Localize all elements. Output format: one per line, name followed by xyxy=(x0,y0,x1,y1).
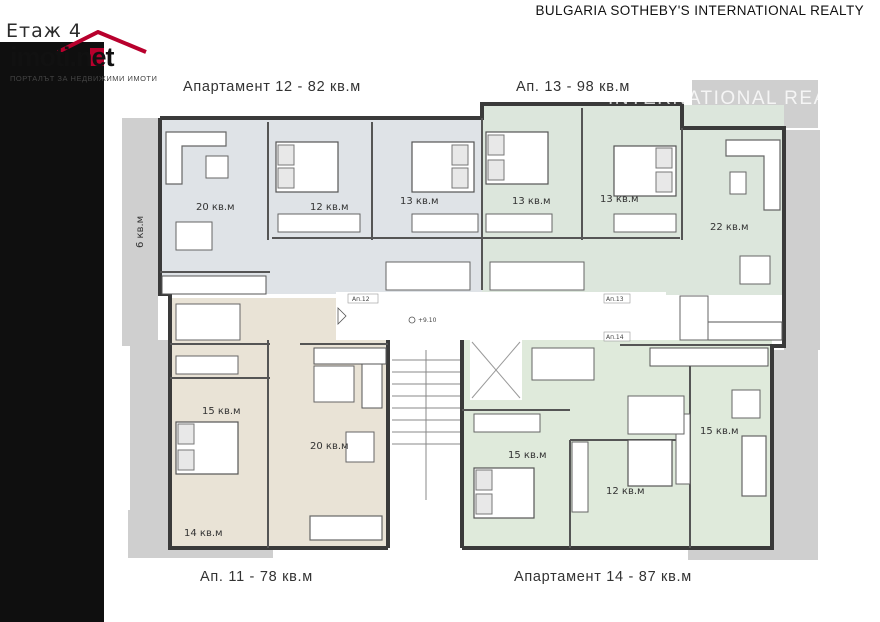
apartment-12-label: Апартамент 12 - 82 кв.м xyxy=(183,79,361,95)
terrace-right xyxy=(784,130,820,350)
terrace-left-lower xyxy=(130,340,170,510)
watermark-bulgaria: Bulgaria xyxy=(338,31,490,80)
room-area-label: 13 кв.м xyxy=(512,196,551,207)
apartment-13-label: Ап. 13 - 98 кв.м xyxy=(516,79,630,95)
house-roof-icon xyxy=(57,30,147,66)
door-tag-13: Ап.13 xyxy=(606,296,624,303)
room-area-label: 15 кв.м xyxy=(508,450,547,461)
room-area-label: 15 кв.м xyxy=(700,426,739,437)
terrace-area-label: 6 кв.м xyxy=(135,216,146,248)
sofas xyxy=(165,131,781,541)
left-dark-band xyxy=(0,0,104,622)
brand-title: BULGARIA SOTHEBY'S INTERNATIONAL REALTY xyxy=(535,3,864,18)
balcony-area-label: 14 кв.м xyxy=(184,528,223,539)
stair-steps xyxy=(392,350,460,500)
room-area-label: 12 кв.м xyxy=(606,486,645,497)
elevator-cross xyxy=(471,341,521,399)
door-tag-12: Ап.12 xyxy=(352,296,370,303)
kitchens xyxy=(161,275,783,409)
apartment-14-label: Апартамент 14 - 87 кв.м xyxy=(514,569,692,585)
room-area-label: 15 кв.м xyxy=(202,406,241,417)
room-area-label: 22 кв.м xyxy=(710,222,749,233)
logo-tagline: ПОРТАЛЪТ ЗА НЕДВИЖИМИ ИМОТИ xyxy=(10,74,158,83)
watermark-sothebys: Sotheby's xyxy=(605,25,775,74)
entrance-arrow xyxy=(337,307,347,325)
door-tags xyxy=(347,293,631,342)
pillows xyxy=(177,134,673,515)
imoti-logo[interactable]: imoti.net ПОРТАЛЪТ ЗА НЕДВИЖИМИ ИМОТИ xyxy=(6,30,166,85)
room-area-label: 20 кв.м xyxy=(310,441,349,452)
watermark-international-realty: INTERNATIONAL REALTY xyxy=(608,88,866,109)
floor-label: Етаж 4 xyxy=(6,20,82,42)
wardrobes xyxy=(175,213,691,513)
tables xyxy=(175,155,771,463)
door-tag-14: Ап.14 xyxy=(606,334,624,341)
top-header-band xyxy=(0,0,880,42)
level-symbol xyxy=(408,316,416,324)
room-area-label: 12 кв.м xyxy=(310,202,349,213)
room-area-label: 13 кв.м xyxy=(400,196,439,207)
room-area-label: 13 кв.м xyxy=(600,194,639,205)
apartment-11-label: Ап. 11 - 78 кв.м xyxy=(200,569,313,585)
interior-walls xyxy=(160,108,770,548)
level-mark: +9.10 xyxy=(418,317,437,324)
terrace-left xyxy=(122,118,158,346)
logo-wordmark: imoti.net xyxy=(10,42,114,72)
room-area-label: 20 кв.м xyxy=(196,202,235,213)
bathroom-fixtures xyxy=(175,261,709,435)
